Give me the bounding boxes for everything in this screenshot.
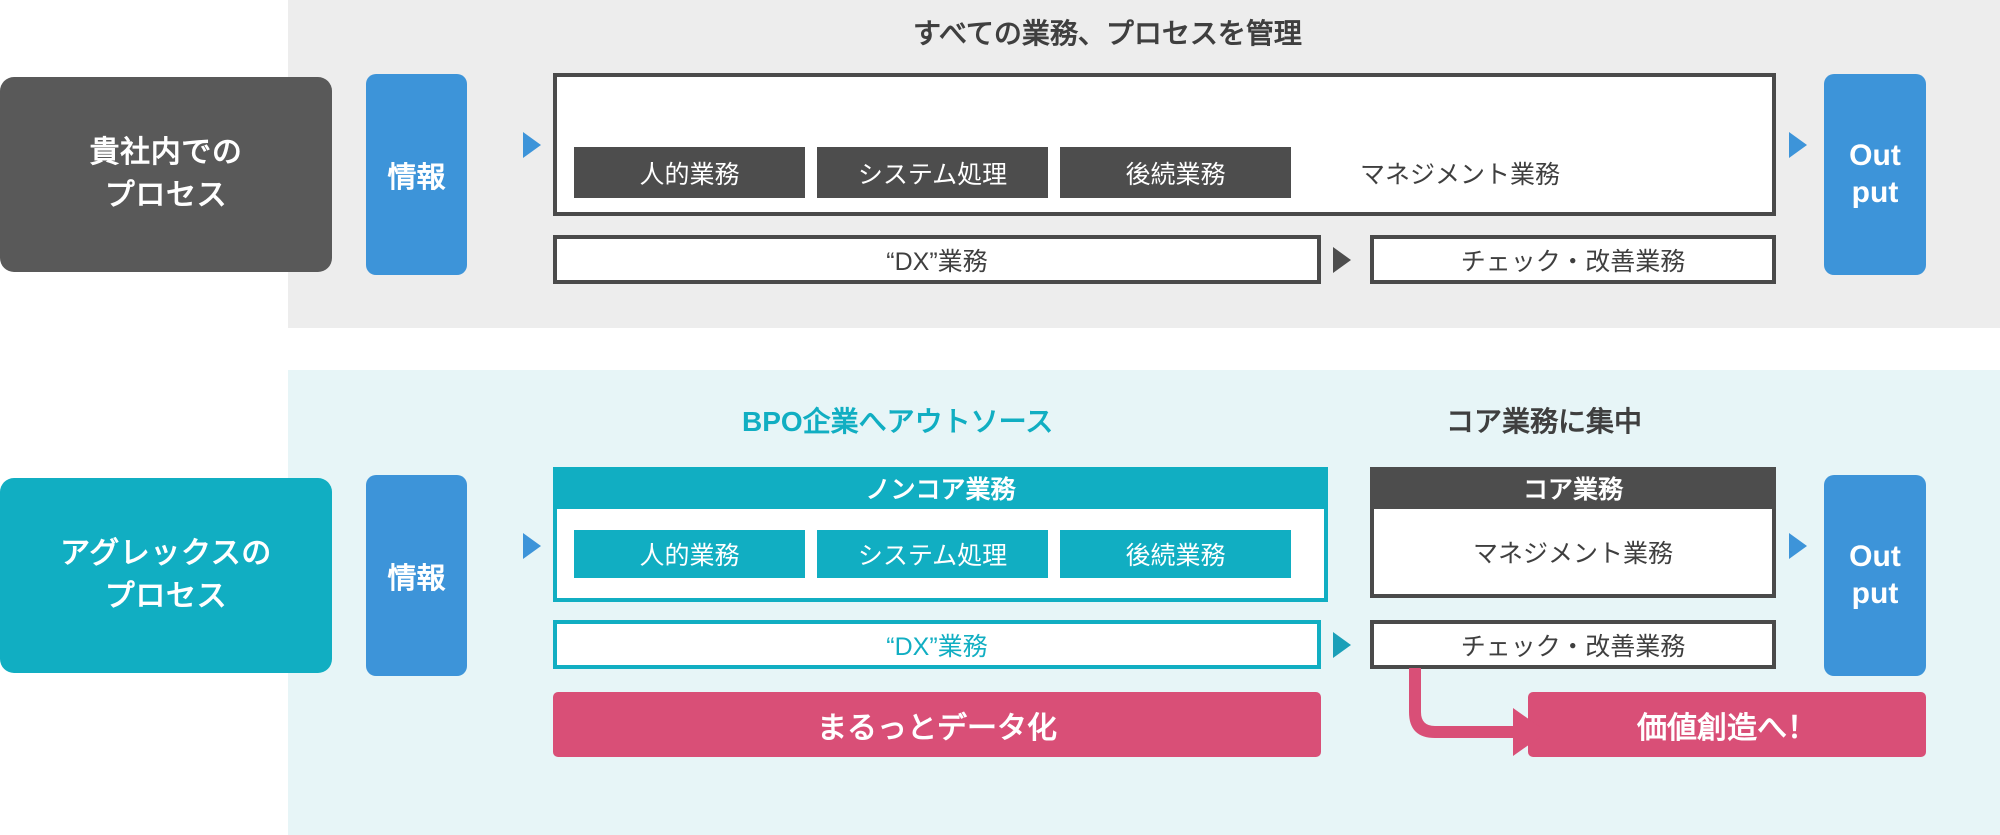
arrow-right-icon-output-bottom bbox=[1789, 533, 1807, 559]
row-label-client-line1: 貴社内での bbox=[89, 135, 243, 169]
elbow-arrow-icon bbox=[1405, 668, 1540, 768]
bottom-process-band bbox=[288, 370, 2000, 835]
row-label-client-process: 貴社内での プロセス bbox=[0, 77, 332, 272]
output-bottom-line2: put bbox=[1851, 576, 1899, 610]
arrow-right-icon-info-bottom bbox=[523, 533, 541, 559]
heading-manage-all: すべての業務、プロセスを管理 bbox=[913, 18, 1302, 49]
output-box-bottom: Out put bbox=[1824, 475, 1926, 676]
top-chip-followup-work: 後続業務 bbox=[1060, 147, 1291, 198]
bottom-chip-followup-work: 後続業務 bbox=[1060, 530, 1291, 578]
arrow-right-icon-info-top bbox=[523, 132, 541, 158]
output-box-top: Out put bbox=[1824, 74, 1926, 275]
top-dx-box: “DX”業務 bbox=[553, 235, 1321, 284]
top-chip-human-work: 人的業務 bbox=[574, 147, 805, 198]
bottom-chip-system-processing: システム処理 bbox=[817, 530, 1048, 578]
bottom-dx-box: “DX”業務 bbox=[553, 620, 1321, 669]
bottom-chip-human-work: 人的業務 bbox=[574, 530, 805, 578]
output-bottom-line1: Out bbox=[1849, 539, 1901, 573]
arrow-right-icon-dx-top bbox=[1333, 247, 1351, 273]
top-management-label: マネジメント業務 bbox=[1359, 160, 1560, 189]
value-creation-banner: 価値創造へ！ bbox=[1528, 692, 1926, 757]
info-box-top: 情報 bbox=[366, 74, 467, 275]
data-conversion-banner: まるっとデータ化 bbox=[553, 692, 1321, 757]
core-management-box: マネジメント業務 bbox=[1370, 509, 1776, 598]
top-chip-system-processing: システム処理 bbox=[817, 147, 1048, 198]
row-label-agrex-line1: アグレックスの bbox=[60, 536, 272, 570]
output-top-line2: put bbox=[1851, 175, 1899, 209]
top-check-improve-box: チェック・改善業務 bbox=[1370, 235, 1776, 284]
info-box-bottom: 情報 bbox=[366, 475, 467, 676]
row-label-client-line2: プロセス bbox=[104, 178, 228, 212]
heading-core-focus: コア業務に集中 bbox=[1446, 406, 1643, 437]
noncore-title-label: ノンコア業務 bbox=[865, 476, 1016, 504]
row-label-agrex-process: アグレックスの プロセス bbox=[0, 478, 332, 673]
row-label-agrex-line2: プロセス bbox=[104, 579, 228, 613]
arrow-right-icon-dx-bottom bbox=[1333, 632, 1351, 658]
heading-bpo-outsource: BPO企業へアウトソース bbox=[742, 406, 1054, 437]
arrow-right-icon-output-top bbox=[1789, 132, 1807, 158]
core-header-label: コア業務 bbox=[1370, 467, 1776, 509]
bottom-check-improve-box: チェック・改善業務 bbox=[1370, 620, 1776, 669]
output-top-line1: Out bbox=[1849, 138, 1901, 172]
